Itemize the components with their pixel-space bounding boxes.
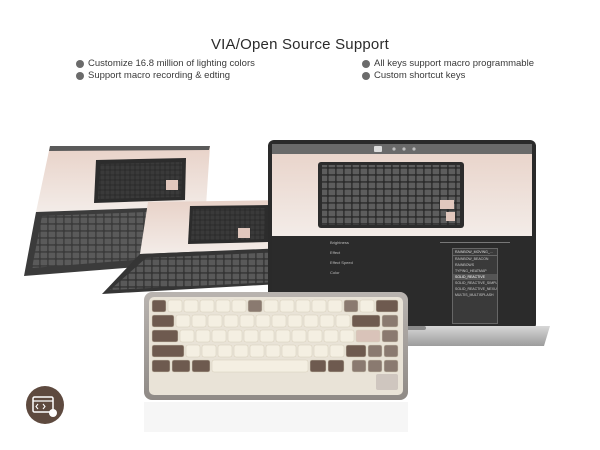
via-logo-icon xyxy=(26,386,64,424)
feature-item: Custom shortcut keys xyxy=(362,70,465,81)
effect-label: Effect xyxy=(330,250,341,255)
effect-selected[interactable]: RAINBOW_MOVING_... xyxy=(453,249,497,256)
bullet-icon xyxy=(362,59,370,68)
effect-option[interactable]: SOLID_REACTIVE xyxy=(453,274,497,280)
feature-item: Customize 16.8 million of lighting color… xyxy=(76,58,255,69)
feature-text: All keys support macro programmable xyxy=(374,58,534,69)
via-logo-badge: VIA xyxy=(25,385,94,425)
brightness-slider[interactable] xyxy=(440,242,510,243)
feature-item: All keys support macro programmable xyxy=(362,58,534,69)
color-label: Color xyxy=(330,270,340,275)
effect-dropdown[interactable]: RAINBOW_MOVING_... RAINBOW_BEACON RAINBO… xyxy=(452,248,498,324)
effect-option[interactable]: SOLID_REACTIVE_NEXUS xyxy=(455,287,497,291)
feature-item: Support macro recording & edting xyxy=(76,70,230,81)
via-screen-front xyxy=(102,200,288,294)
effect-option[interactable]: RAINBOWS xyxy=(455,263,475,267)
feature-text: Support macro recording & edting xyxy=(88,70,231,81)
brightness-label: Brightness xyxy=(330,240,349,245)
keyboard xyxy=(144,292,408,400)
via-settings-panel: Brightness Effect Effect Speed Color RAI… xyxy=(330,240,520,324)
effect-option[interactable]: MULTIS_MULTISPLASH xyxy=(455,293,494,297)
bullet-icon xyxy=(76,71,84,80)
bullet-icon xyxy=(76,59,84,68)
page-title: VIA/Open Source Support xyxy=(210,36,390,53)
effect-option[interactable]: SOLID_REACTIVE_SIMPLE xyxy=(455,281,497,285)
bullet-icon xyxy=(362,71,370,80)
feature-text: Custom shortcut keys xyxy=(374,70,466,81)
effect-speed-label: Effect Speed xyxy=(330,260,353,265)
effect-option[interactable]: TYPING_HEATMAP xyxy=(455,269,487,273)
feature-text: Customize 16.8 million of lighting color… xyxy=(88,58,255,69)
effect-option[interactable]: RAINBOW_BEACON xyxy=(455,257,489,261)
via-logo-text: VIA xyxy=(63,393,94,416)
